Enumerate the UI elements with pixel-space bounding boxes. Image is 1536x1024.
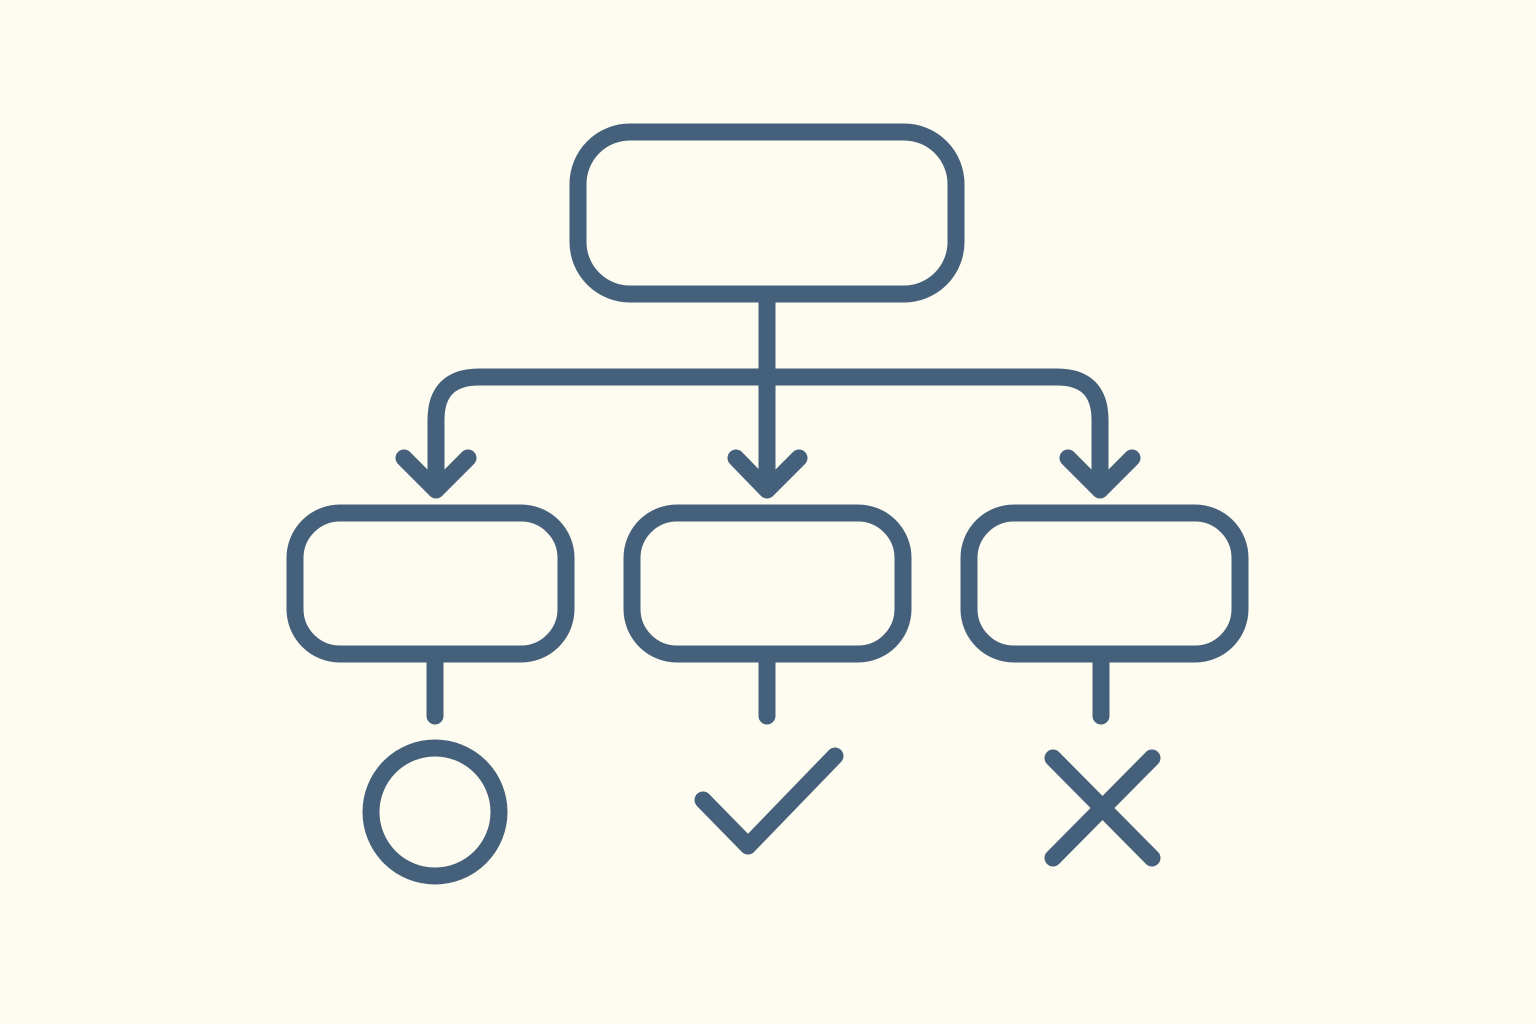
arrow-to-center-node (727, 449, 808, 499)
branch-connector (427, 368, 1109, 495)
x-mark-icon (1044, 749, 1161, 867)
left-node (286, 504, 575, 663)
right-node (960, 504, 1249, 663)
circle-icon (362, 739, 508, 885)
checkmark-icon (694, 747, 844, 855)
arrow-to-right-node (1059, 449, 1141, 499)
arrow-to-left-node (395, 449, 477, 499)
